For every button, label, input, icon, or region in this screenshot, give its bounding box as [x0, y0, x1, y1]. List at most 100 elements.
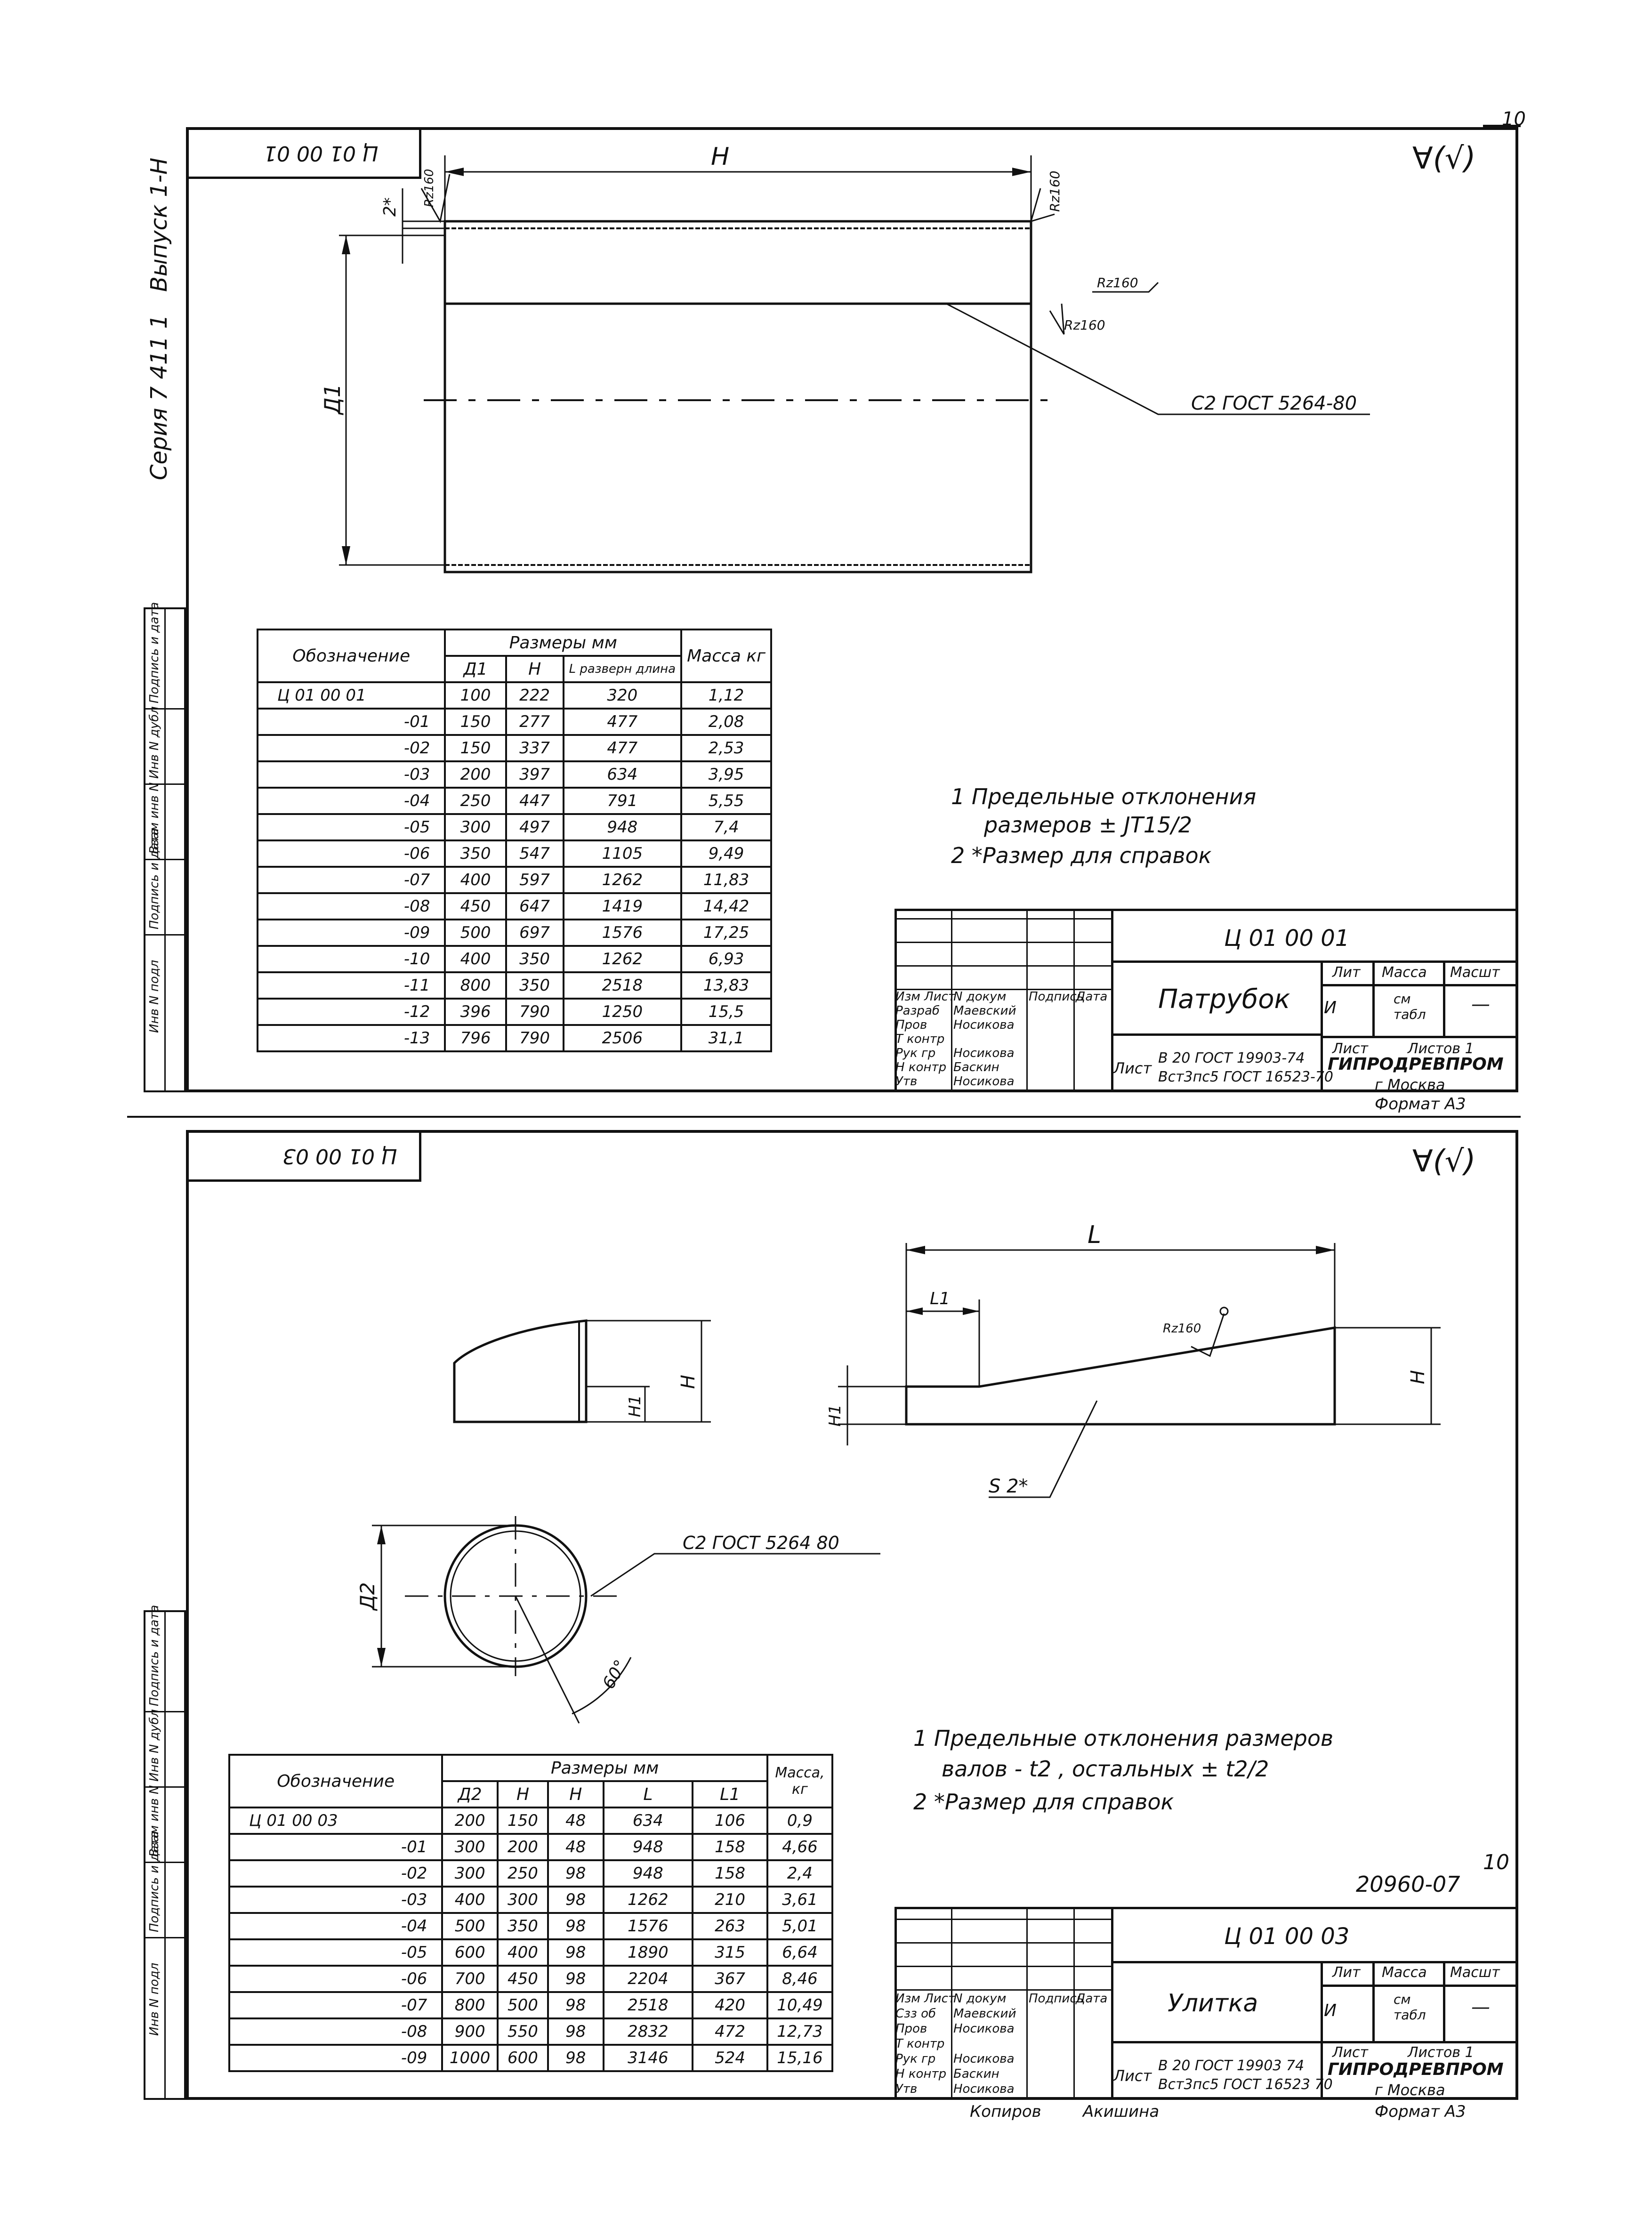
cell-l: 1890 [602, 1938, 694, 1967]
cell-l: 2506 [562, 1024, 683, 1052]
col-sizes: Размеры мм [444, 629, 683, 657]
cell-h: 547 [505, 839, 564, 868]
sheet1-part-name: Патрубок [1158, 984, 1290, 1015]
col-mass: Масса кг [680, 629, 772, 683]
cell-m: 15,5 [680, 998, 772, 1026]
cell-m: 14,42 [680, 892, 772, 920]
cell-h1: 98 [547, 1938, 604, 1967]
cell-l: 1250 [562, 998, 683, 1026]
cell-d: 200 [441, 1807, 499, 1835]
cell-d: 500 [441, 1912, 499, 1940]
cell-des: -07 [256, 866, 446, 894]
dim-l-label: L [1088, 1221, 1101, 1249]
cell-l: 320 [562, 681, 683, 710]
sheet2-note-3: 2 *Размер для справок [913, 1789, 1174, 1815]
svg-text:60°: 60° [599, 1657, 630, 1693]
cell-l1: 158 [692, 1859, 768, 1888]
pipe-outline [443, 220, 1032, 573]
cell-des: -05 [228, 1938, 443, 1967]
sheet1-spec-table: Обозначение Размеры мм Масса кг Д1 Н L р… [256, 629, 772, 1052]
cell-m: 1,12 [680, 681, 772, 710]
cell-h: 500 [496, 1991, 549, 2019]
cell-m: 3,61 [766, 1886, 834, 1914]
cell-h: 400 [496, 1938, 549, 1967]
cell-l: 1576 [562, 919, 683, 947]
cell-l: 634 [562, 760, 683, 789]
sheet2-note-1: 1 Предельные отклонения размеров [913, 1726, 1334, 1751]
sheet-separator [127, 1116, 1521, 1118]
cell-l1: 472 [692, 2017, 768, 2046]
cell-h: 447 [505, 787, 564, 815]
sheet1-titleblock: Изм Лист N докум Подпись Дата Разраб Мае… [894, 909, 1518, 1094]
cell-l: 634 [602, 1807, 694, 1835]
cell-h: 397 [505, 760, 564, 789]
cell-h1: 98 [547, 1886, 604, 1914]
cell-h: 350 [496, 1912, 549, 1940]
cell-des: Ц 01 00 03 [228, 1807, 443, 1835]
sheet2-part-name: Улитка [1168, 1989, 1258, 2017]
cell-des: -06 [228, 1965, 443, 1993]
cell-h1: 98 [547, 1859, 604, 1888]
svg-text:Rz160: Rz160 [422, 169, 436, 207]
cell-l: 477 [562, 708, 683, 736]
sheet2-spec-table: Обозначение Размеры мм Масса, кг Д2 Н Н … [228, 1754, 834, 2072]
cell-d: 396 [444, 998, 507, 1026]
col-designation: Обозначение [256, 629, 446, 683]
cell-m: 12,73 [766, 2017, 834, 2046]
cell-m: 2,53 [680, 734, 772, 762]
cell-des: -11 [256, 971, 446, 1000]
cell-d: 1000 [441, 2044, 499, 2072]
sheet2-note-2: валов - t2 , остальных ± t2/2 [942, 1756, 1269, 1782]
cell-l: 2832 [602, 2017, 694, 2046]
cell-des: -02 [228, 1859, 443, 1888]
cell-l: 1576 [602, 1912, 694, 1940]
cell-des: -04 [228, 1912, 443, 1940]
sheet1-note-2: размеров ± JT15/2 [984, 812, 1193, 838]
cell-h: 790 [505, 998, 564, 1026]
cell-des: -13 [256, 1024, 446, 1052]
cell-l: 3146 [602, 2044, 694, 2072]
cell-l: 2518 [602, 1991, 694, 2019]
cell-l1: 420 [692, 1991, 768, 2019]
cell-m: 2,08 [680, 708, 772, 736]
cell-h1: 98 [547, 1965, 604, 1993]
cell-des: -02 [256, 734, 446, 762]
cell-m: 31,1 [680, 1024, 772, 1052]
svg-text:L1: L1 [930, 1289, 950, 1308]
cell-m: 0,9 [766, 1807, 834, 1835]
svg-text:H1: H1 [826, 1404, 845, 1427]
cell-des: -07 [228, 1991, 443, 2019]
cell-d: 300 [441, 1859, 499, 1888]
weld-label-1: С2 ГОСТ 5264-80 [1191, 393, 1357, 414]
cell-m: 11,83 [680, 866, 772, 894]
cell-h: 600 [496, 2044, 549, 2072]
cell-des: -03 [228, 1886, 443, 1914]
cell-m: 2,4 [766, 1859, 834, 1888]
cell-h: 337 [505, 734, 564, 762]
sheet1-format: Формат А3 [1375, 1095, 1466, 1114]
svg-text:Rz160: Rz160 [1047, 170, 1063, 212]
cell-h: 300 [496, 1886, 549, 1914]
weld-label-2: С2 ГОСТ 5264 80 [683, 1533, 839, 1553]
cell-d: 300 [441, 1833, 499, 1861]
cell-m: 7,4 [680, 813, 772, 841]
cell-m: 6,64 [766, 1938, 834, 1967]
cell-l: 2204 [602, 1965, 694, 1993]
sheet2-titleblock: Изм Лист N докум Подпись Дата Сзз об Мае… [894, 1907, 1518, 2100]
cell-h: 697 [505, 919, 564, 947]
cell-d: 900 [441, 2017, 499, 2046]
cell-m: 17,25 [680, 919, 772, 947]
